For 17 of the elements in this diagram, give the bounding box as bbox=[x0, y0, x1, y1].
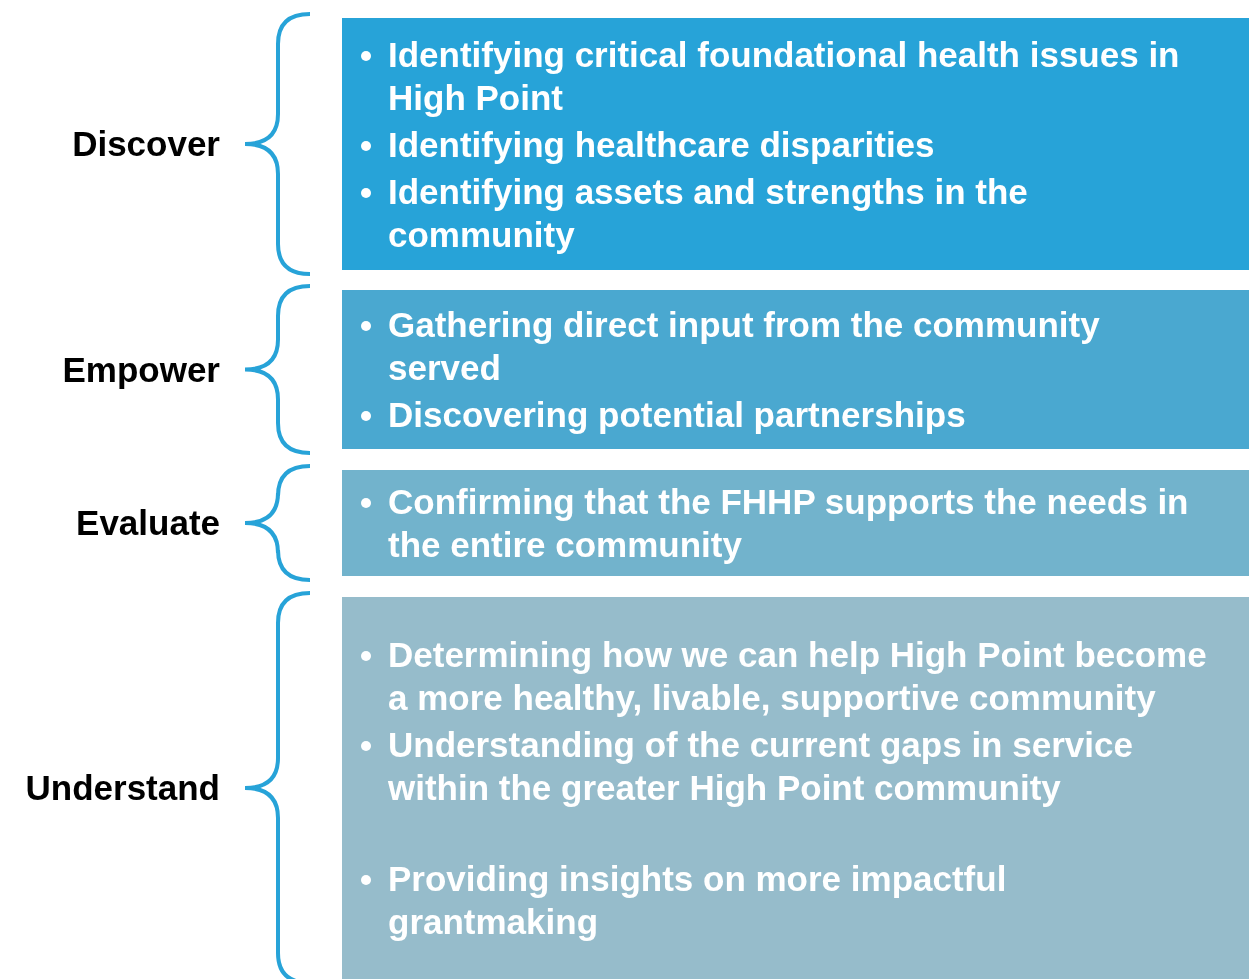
stage-label: Understand bbox=[25, 768, 220, 808]
bullet-text: Identifying healthcare disparities bbox=[388, 123, 935, 166]
bullet-text: Determining how we can help High Point become a more healthy, livable, supportive community bbox=[388, 634, 1208, 719]
stage-label: Discover bbox=[72, 124, 220, 164]
text-box bbox=[342, 470, 1249, 576]
bullet-text: Discovering potential partnerships bbox=[388, 394, 966, 436]
stage-label: Evaluate bbox=[76, 503, 220, 543]
text-box bbox=[342, 597, 1249, 979]
text-box bbox=[342, 290, 1249, 449]
bullet-text: Gathering direct input from the community served bbox=[388, 304, 1101, 389]
bullet-text: Understanding of the current gaps in service within the greater High Point community bbox=[388, 724, 1134, 809]
bullet-text: Confirming that the FHHP supports the needs in the entire community bbox=[388, 481, 1190, 566]
bullet-text: Identifying assets and strengths in the community bbox=[388, 170, 1029, 256]
stage-label: Empower bbox=[62, 349, 220, 390]
bullet-text: Identifying critical foundational health issues in High Point bbox=[388, 33, 1181, 119]
bullet-text: Providing insights on more impactful grantmaking bbox=[388, 858, 1008, 943]
text-box bbox=[342, 18, 1249, 270]
